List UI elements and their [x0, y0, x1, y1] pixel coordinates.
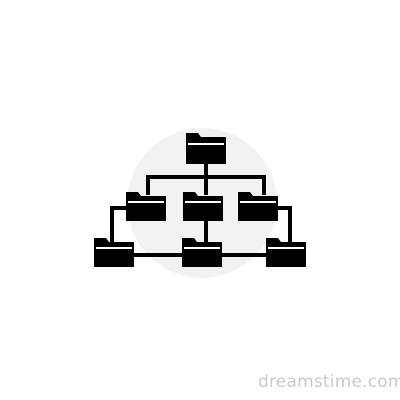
- connector-line: [146, 175, 150, 195]
- folder-icon: [126, 192, 166, 221]
- watermark-text: dreamstime.com: [258, 372, 400, 392]
- folder-icon: [182, 238, 222, 267]
- connector-line: [204, 220, 208, 242]
- folder-icon: [186, 133, 226, 164]
- connector-line: [110, 206, 114, 242]
- connector-line: [134, 253, 182, 257]
- sitemap-icon: [94, 133, 306, 267]
- connector-line: [278, 206, 292, 210]
- connector-line: [262, 175, 266, 195]
- connector-line: [288, 206, 292, 242]
- folder-icon: [266, 238, 306, 267]
- folder-icon: [94, 238, 134, 267]
- folder-icon: [238, 192, 278, 221]
- connector-line: [204, 175, 208, 195]
- folder-icon: [183, 192, 223, 221]
- connector-line: [110, 206, 126, 210]
- connector-line: [222, 253, 266, 257]
- connector-line: [204, 160, 208, 178]
